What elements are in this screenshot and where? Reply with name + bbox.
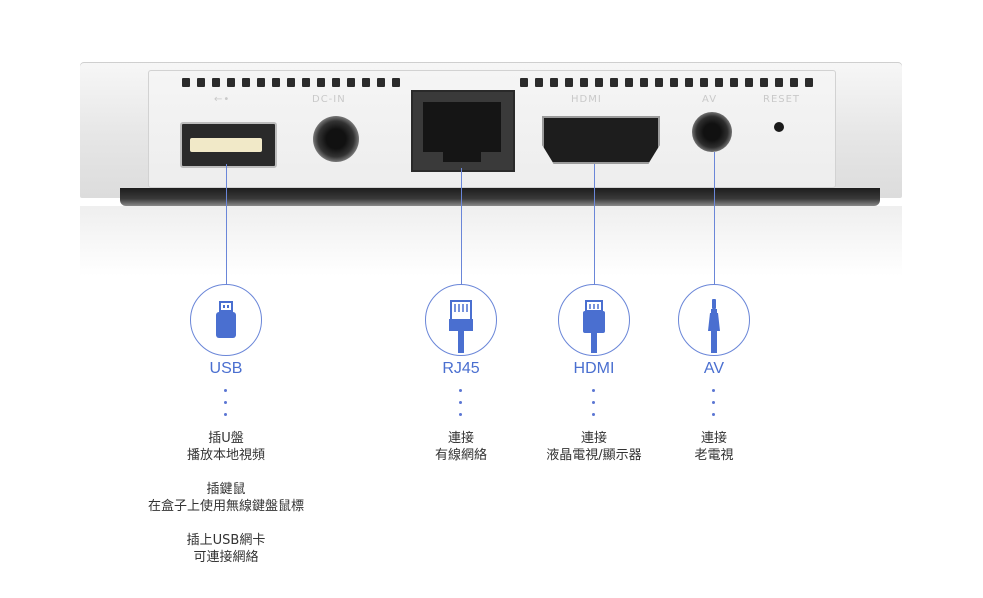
hdmi-icon-circle — [558, 284, 630, 356]
usb-desc-gap — [116, 515, 336, 532]
hdmi-plug-icon — [583, 300, 605, 353]
dc-in-port — [313, 116, 359, 162]
tv-box-reflection — [80, 206, 902, 276]
tv-box-base — [120, 188, 880, 206]
usb-desc-line: 插上USB網卡 — [186, 533, 266, 548]
av-desc-line: 連接 — [700, 431, 727, 446]
usb-desc-line: 插U盤 — [208, 431, 244, 446]
vent-row-left — [182, 78, 400, 87]
dc-port-label: DC-IN — [312, 94, 346, 105]
hdmi-connector-line — [594, 164, 595, 286]
av-icon-circle — [678, 284, 750, 356]
vent-row-right — [520, 78, 813, 87]
rj45-desc-line: 連接 — [447, 431, 474, 446]
rj45-connector-line — [461, 168, 462, 286]
usb-drive-icon — [216, 301, 236, 338]
av-desc-line: 老電視 — [694, 448, 734, 463]
av-dots — [712, 389, 716, 425]
rj45-description: 連接 有線網絡 — [351, 430, 571, 464]
av-description: 連接 老電視 — [604, 430, 824, 464]
usb-desc-line: 在盒子上使用無線鍵盤鼠標 — [147, 499, 304, 514]
hdmi-title: HDMI — [573, 360, 615, 377]
hdmi-desc-line: 液晶電視/顯示器 — [546, 448, 642, 463]
usb-port-label: ←• — [214, 94, 231, 105]
rj45-icon-circle — [425, 284, 497, 356]
ethernet-plug-icon — [449, 300, 473, 353]
hdmi-desc-line: 連接 — [580, 431, 607, 446]
reset-button-hole — [774, 122, 784, 132]
usb-desc-gap — [116, 464, 336, 481]
av-connector-line — [714, 152, 715, 286]
hdmi-dots — [592, 389, 596, 425]
av-port-label: AV — [702, 94, 718, 105]
usb-connector-line — [226, 164, 227, 286]
hdmi-description: 連接 液晶電視/顯示器 — [484, 430, 704, 464]
av-title: AV — [703, 360, 725, 377]
rj45-port — [411, 90, 515, 172]
hdmi-port-label: HDMI — [571, 94, 602, 105]
usb-icon-circle — [190, 284, 262, 356]
rj45-title: RJ45 — [442, 360, 480, 377]
usb-port — [180, 122, 277, 168]
usb-title: USB — [209, 360, 243, 377]
reset-port-label: RESET — [763, 94, 801, 105]
rj45-desc-line: 有線網絡 — [434, 448, 487, 463]
usb-description: 插U盤 播放本地視頻 插鍵鼠 在盒子上使用無線鍵盤鼠標 插上USB網卡 可連接網… — [116, 430, 336, 566]
usb-dots — [224, 389, 228, 425]
hdmi-port — [542, 116, 660, 164]
av-port — [692, 112, 732, 152]
usb-desc-line: 可連接網絡 — [193, 550, 259, 565]
usb-desc-line: 播放本地視頻 — [186, 448, 265, 463]
rj45-dots — [459, 389, 463, 425]
av-jack-icon — [708, 299, 720, 353]
usb-desc-line: 插鍵鼠 — [206, 482, 246, 497]
